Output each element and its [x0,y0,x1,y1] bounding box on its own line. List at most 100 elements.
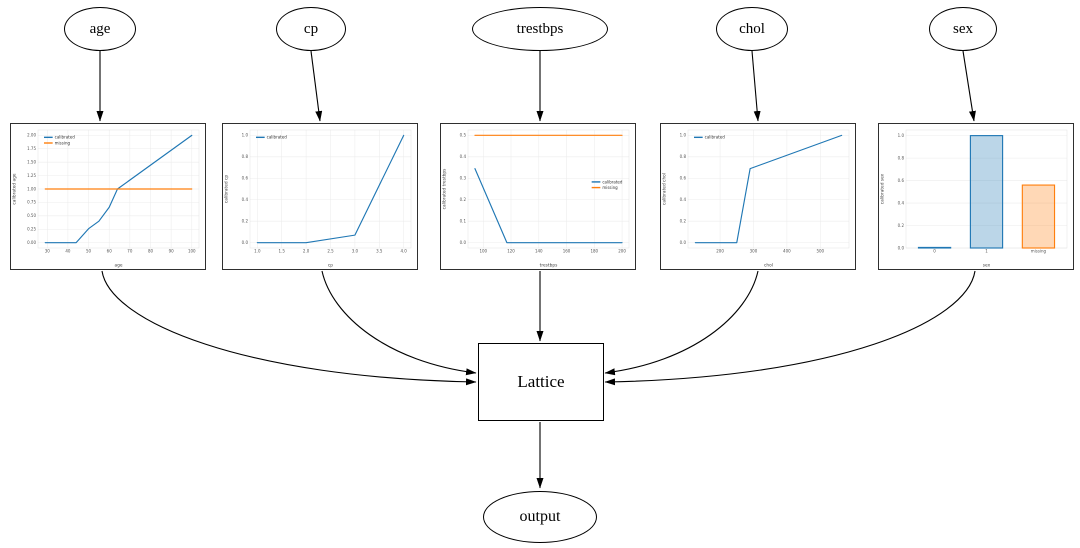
svg-text:80: 80 [148,249,154,254]
edge-sex-to-calibrator [962,50,976,122]
svg-text:1.0: 1.0 [254,249,261,254]
node-sex: sex [929,7,997,51]
node-output: output [483,491,597,543]
node-cp: cp [276,7,346,51]
node-trestbps: trestbps [472,7,608,51]
svg-text:sex: sex [983,264,991,269]
svg-text:calibrated trestbps: calibrated trestbps [441,168,447,210]
svg-text:200: 200 [716,249,724,254]
svg-text:300: 300 [750,249,758,254]
svg-text:0.0: 0.0 [680,240,687,245]
edge-chol-to-lattice [604,270,759,376]
svg-text:calibrated: calibrated [602,179,623,184]
svg-text:calibrated: calibrated [267,135,288,140]
svg-text:100: 100 [479,249,487,254]
svg-text:calibrated cp: calibrated cp [223,175,229,203]
svg-text:1.50: 1.50 [27,160,36,165]
svg-text:0.2: 0.2 [898,223,905,228]
svg-text:100: 100 [188,249,196,254]
svg-text:60: 60 [107,249,113,254]
svg-text:4.0: 4.0 [400,249,407,254]
svg-text:chol: chol [764,263,773,269]
node-lattice: Lattice [478,343,604,421]
svg-text:0.0: 0.0 [460,240,467,245]
svg-text:0.0: 0.0 [242,240,249,245]
svg-text:0.2: 0.2 [242,219,249,224]
node-chol: chol [716,7,788,51]
svg-text:1.25: 1.25 [27,173,36,178]
edge-cp-to-lattice [321,270,477,376]
svg-text:0.2: 0.2 [460,197,467,202]
svg-text:180: 180 [590,249,598,254]
node-chol-label: chol [739,20,765,37]
svg-text:0.1: 0.1 [460,219,467,224]
svg-text:3.5: 3.5 [376,249,383,254]
svg-text:140: 140 [535,249,543,254]
svg-text:0.8: 0.8 [898,155,905,160]
svg-text:2.0: 2.0 [303,249,310,254]
svg-text:0.8: 0.8 [680,154,687,159]
svg-text:40: 40 [65,249,71,254]
svg-text:trestbps: trestbps [540,263,558,269]
svg-text:0.6: 0.6 [680,176,687,181]
svg-text:0.4: 0.4 [680,197,687,202]
svg-text:1.00: 1.00 [27,186,36,191]
svg-text:0.3: 0.3 [460,176,467,181]
edge-sex-to-lattice [604,270,976,386]
svg-text:missing: missing [1031,249,1047,254]
svg-text:cp: cp [328,264,333,269]
svg-text:0.0: 0.0 [898,245,905,250]
svg-text:calibrated age: calibrated age [11,173,17,204]
svg-text:0.2: 0.2 [680,219,687,224]
svg-text:90: 90 [169,249,175,254]
svg-text:30: 30 [45,249,51,254]
svg-text:0.4: 0.4 [242,197,249,202]
svg-text:70: 70 [127,249,133,254]
svg-text:500: 500 [816,249,824,254]
svg-text:200: 200 [618,249,626,254]
node-lattice-label: Lattice [517,372,565,391]
svg-text:0.00: 0.00 [27,240,36,245]
svg-text:0.25: 0.25 [27,227,36,232]
node-trestbps-label: trestbps [516,20,564,37]
svg-text:0.5: 0.5 [460,133,467,138]
svg-text:calibrated chol: calibrated chol [661,173,667,205]
svg-text:160: 160 [563,249,571,254]
calibrator-chart-trestbps: 100 120 140 160 180 200 0.0 0.1 0.2 0.3 0.4 0.5 tres… [440,123,636,270]
svg-text:0.50: 0.50 [27,213,36,218]
svg-text:0.4: 0.4 [898,200,905,205]
svg-text:120: 120 [507,249,515,254]
node-age-label: age [89,20,111,37]
svg-text:1.0: 1.0 [898,133,905,138]
svg-text:missing: missing [602,185,618,190]
edge-cp-to-calibrator [310,50,323,122]
svg-text:1.75: 1.75 [27,146,36,151]
svg-text:0.6: 0.6 [242,176,249,181]
node-age: age [64,7,136,51]
edge-age-to-lattice [101,270,477,386]
svg-text:1.5: 1.5 [279,249,286,254]
svg-text:400: 400 [783,249,791,254]
svg-text:0.8: 0.8 [242,154,249,159]
svg-text:3.0: 3.0 [352,249,359,254]
svg-text:2.5: 2.5 [327,249,334,254]
svg-text:50: 50 [86,249,92,254]
svg-text:calibrated sex: calibrated sex [879,173,885,204]
svg-text:1: 1 [985,249,988,254]
svg-text:2.00: 2.00 [27,133,36,138]
svg-text:age: age [114,264,122,269]
svg-text:0.4: 0.4 [460,154,467,159]
svg-text:missing: missing [55,140,71,145]
svg-text:1.0: 1.0 [242,133,249,138]
svg-text:calibrated: calibrated [705,135,726,140]
edge-chol-to-calibrator [751,50,761,122]
node-output-label: output [519,508,561,525]
svg-text:calibrated: calibrated [55,135,76,140]
node-sex-label: sex [953,20,973,37]
svg-text:0: 0 [933,249,936,254]
